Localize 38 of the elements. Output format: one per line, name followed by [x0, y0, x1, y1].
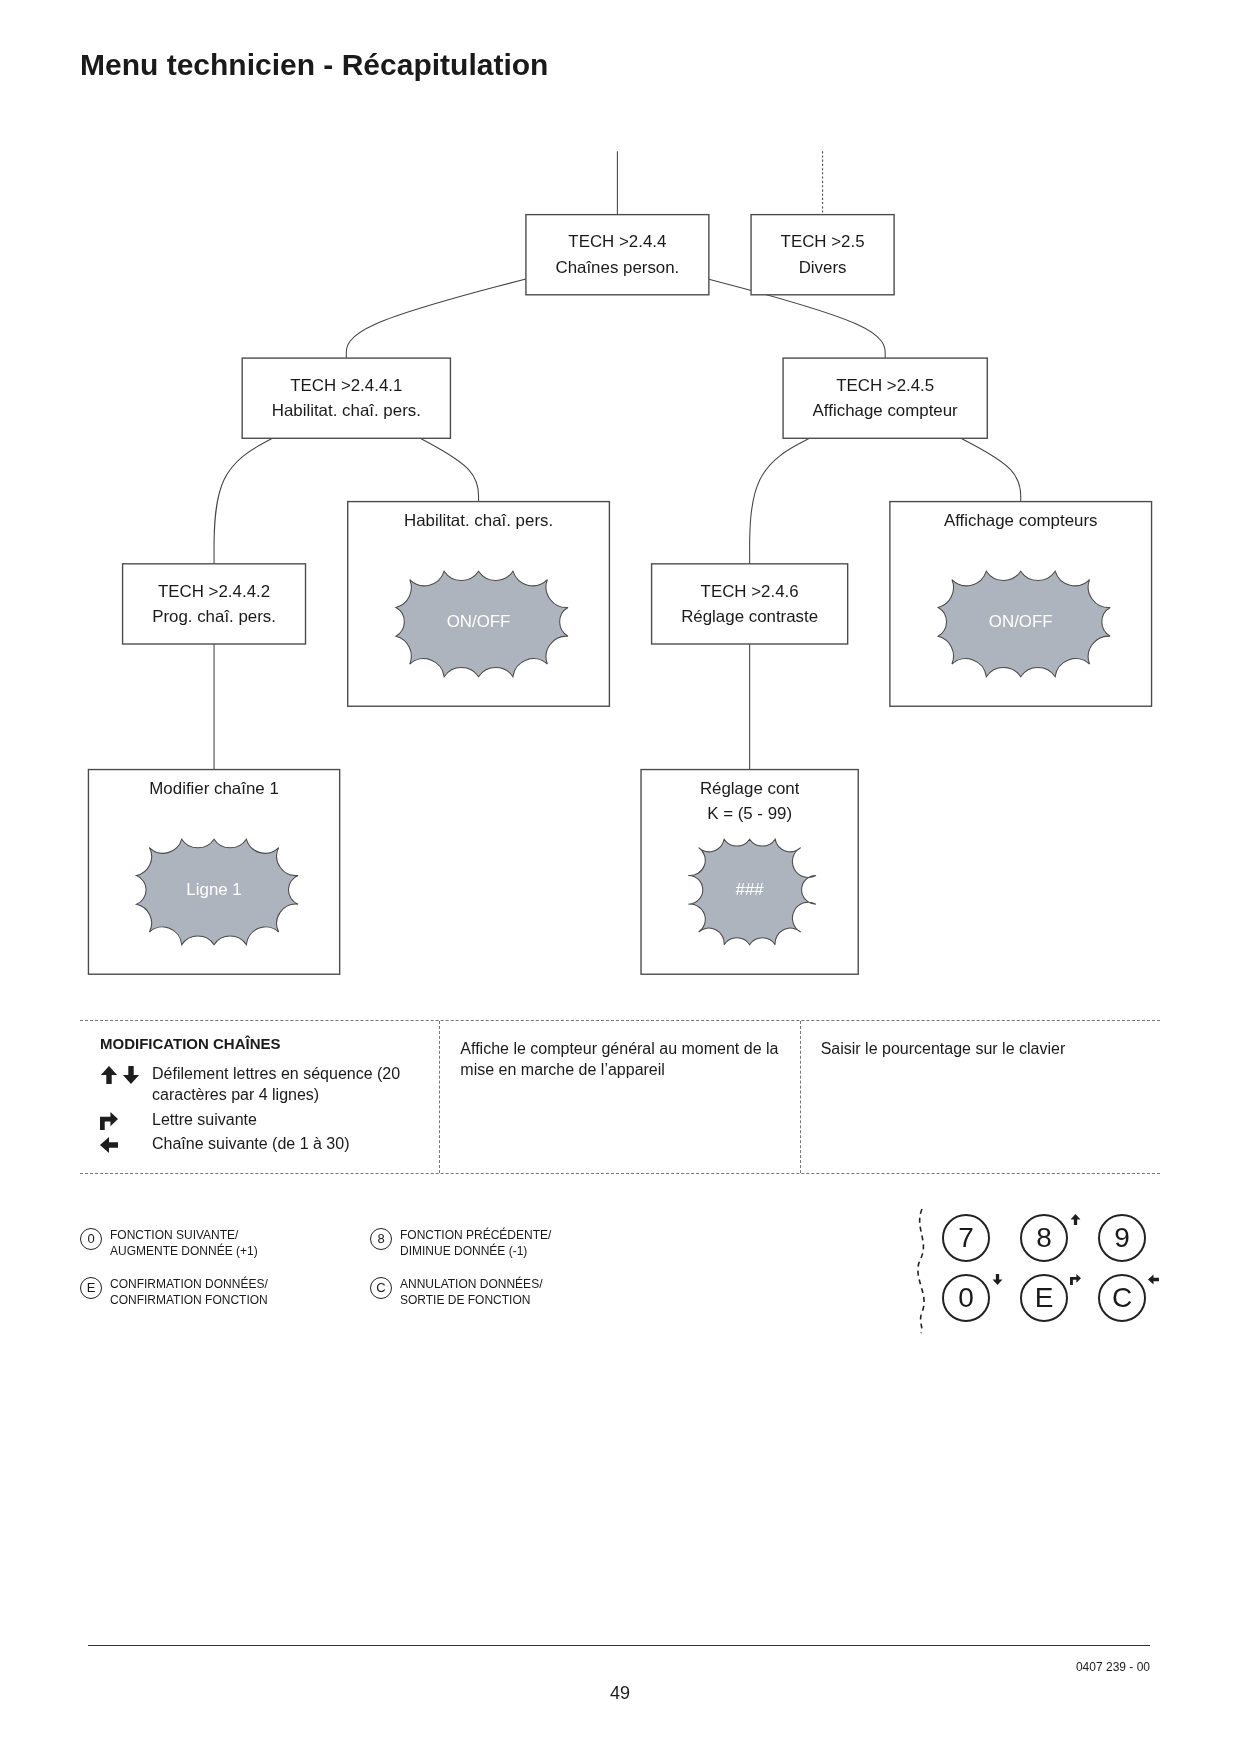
- legend-text: CONFIRMATION DONNÉES/ CONFIRMATION FONCTION: [110, 1277, 269, 1309]
- value-burst: Ligne 1: [136, 838, 299, 946]
- note-text: Affiche le compteur général au moment de la mise en marche de l’appareil: [460, 1039, 780, 1080]
- connector-line: [749, 437, 810, 565]
- menu-box: TECH >2.4.6 Réglage contraste: [650, 563, 849, 645]
- menu-box: TECH >2.4.4.2 Prog. chaî. pers.: [121, 563, 307, 645]
- document-code: 0407 239 - 00: [1075, 1660, 1150, 1674]
- value-burst: ON/OFF: [395, 570, 569, 678]
- connector-line: [213, 643, 215, 771]
- connector-line: [749, 643, 751, 771]
- note-text: Défilement lettres en séquence (20 caractères par 4 lignes): [152, 1064, 402, 1105]
- value-burst: ON/OFF: [937, 570, 1111, 678]
- keypad-key: 7: [942, 1214, 990, 1263]
- connector-line: [213, 437, 273, 565]
- note-text: Lettre suivante: [152, 1109, 257, 1130]
- legend-text: ANNULATION DONNÉES/ SORTIE DE FONCTION: [400, 1277, 544, 1309]
- section-heading: MODIFICATION CHAÎNES: [100, 1035, 281, 1052]
- menu-box: TECH >2.5 Divers: [750, 213, 895, 296]
- note-text: Chaîne suivante (de 1 à 30): [152, 1134, 350, 1155]
- menu-box: TECH >2.4.5 Affichage compteur: [782, 357, 988, 439]
- legend-text: FONCTION PRÉCÉDENTE/ DIMINUE DONNÉE (-1): [400, 1228, 553, 1260]
- keypad-key: C: [1098, 1274, 1146, 1323]
- keypad-key: 0: [942, 1274, 990, 1323]
- page-title: Menu technicien - Récapitulation: [80, 48, 549, 82]
- page-number: 49: [610, 1683, 630, 1704]
- menu-box: TECH >2.4.4 Chaînes person.: [525, 213, 710, 296]
- connector-line: [960, 437, 1022, 503]
- keypad-key: E: [1020, 1274, 1068, 1323]
- connector-line: [822, 150, 824, 216]
- connector-line: [419, 437, 480, 503]
- value-burst: ###: [687, 838, 817, 946]
- connector-line: [616, 150, 618, 216]
- connector-line: [708, 278, 886, 359]
- keypad-key: 8: [1020, 1214, 1068, 1263]
- note-text: Saisir le pourcentage sur le clavier: [820, 1039, 1066, 1059]
- keypad-key: 9: [1098, 1214, 1146, 1263]
- menu-box: TECH >2.4.4.1 Habilitat. chaî. pers.: [241, 357, 452, 439]
- legend-text: FONCTION SUIVANTE/ AUGMENTE DONNÉE (+1): [110, 1228, 259, 1260]
